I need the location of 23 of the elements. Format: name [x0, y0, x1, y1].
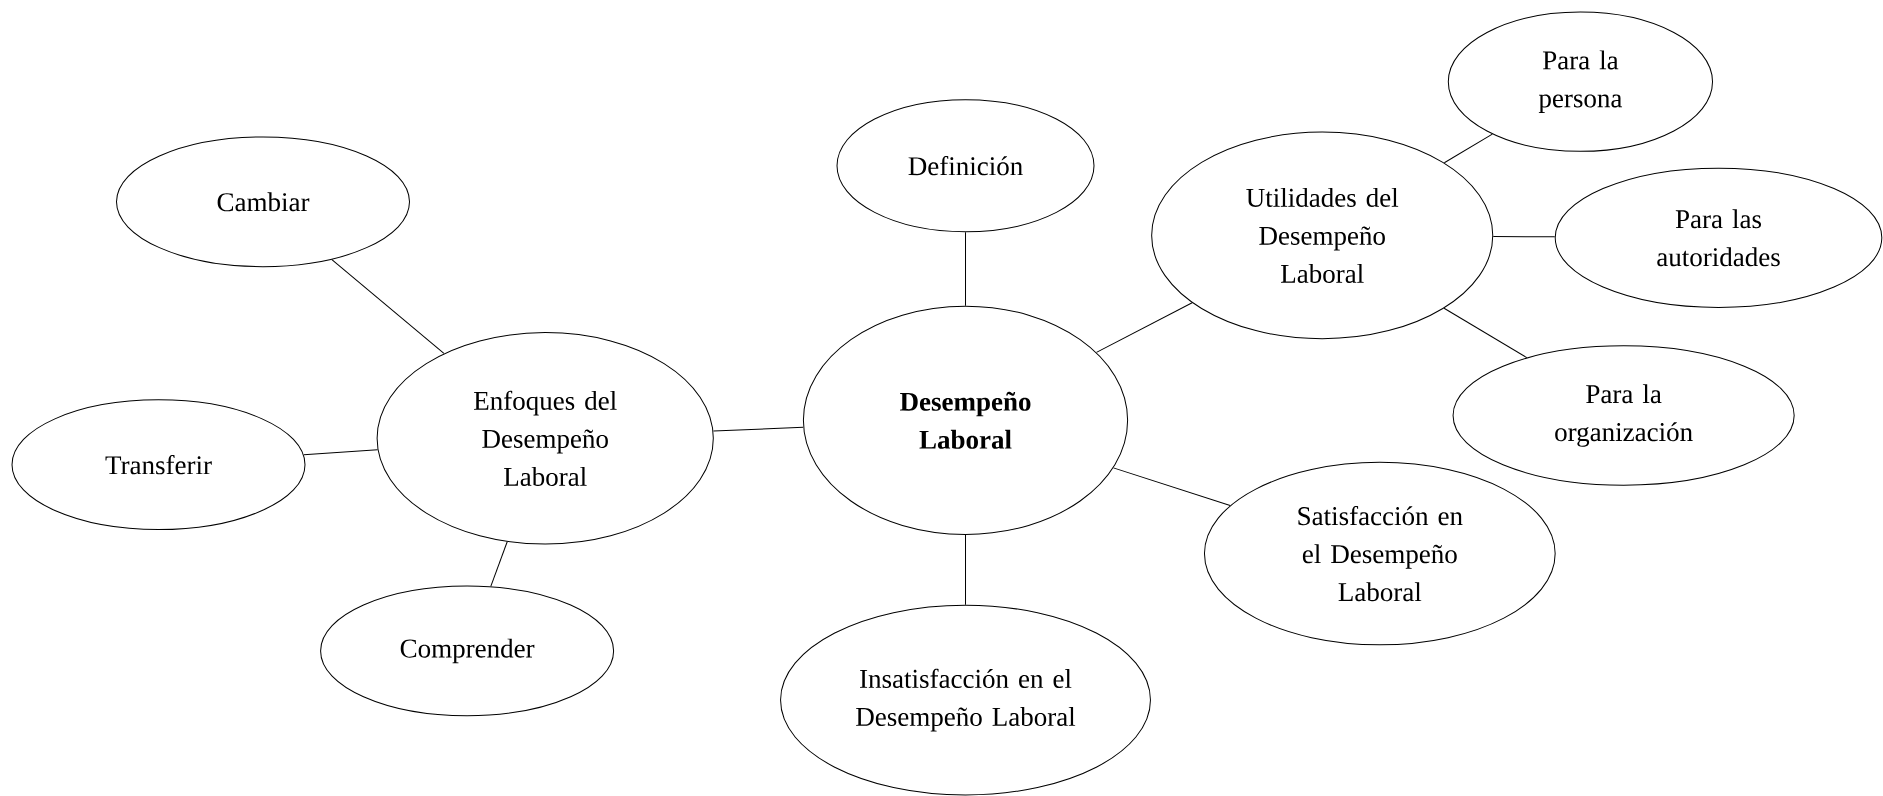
connector-line — [965, 534, 966, 606]
ellipse-node: Satisfacción en el Desempeño Laboral — [1203, 461, 1556, 646]
connector-line — [1096, 302, 1193, 353]
ellipse-node: Enfoques del Desempeño Laboral — [376, 332, 714, 545]
connector-line — [490, 541, 508, 587]
ellipse-node: Para la organización — [1452, 345, 1795, 486]
ellipse-node: Comprender — [320, 585, 615, 717]
connector-line — [303, 449, 379, 456]
ellipse-node: Para la persona — [1447, 11, 1713, 152]
ellipse-node: Para las autoridades — [1554, 167, 1883, 308]
ellipse-node: Desempeño Laboral — [802, 305, 1129, 535]
connector-line — [965, 231, 966, 307]
ellipse-node: Utilidades del Desempeño Laboral — [1151, 131, 1494, 340]
connector-line — [1443, 133, 1493, 164]
connector-line — [1443, 307, 1528, 359]
connector-line — [1492, 235, 1556, 238]
ellipse-node: Definición — [836, 99, 1095, 233]
connector-line — [1112, 467, 1231, 506]
ellipse-node: Cambiar — [116, 136, 410, 268]
ellipse-node: Insatisfacción en el Desempeño Laboral — [780, 604, 1151, 796]
connector-line — [331, 259, 445, 354]
connector-line — [712, 426, 804, 432]
ellipse-node: Transferir — [11, 399, 306, 531]
